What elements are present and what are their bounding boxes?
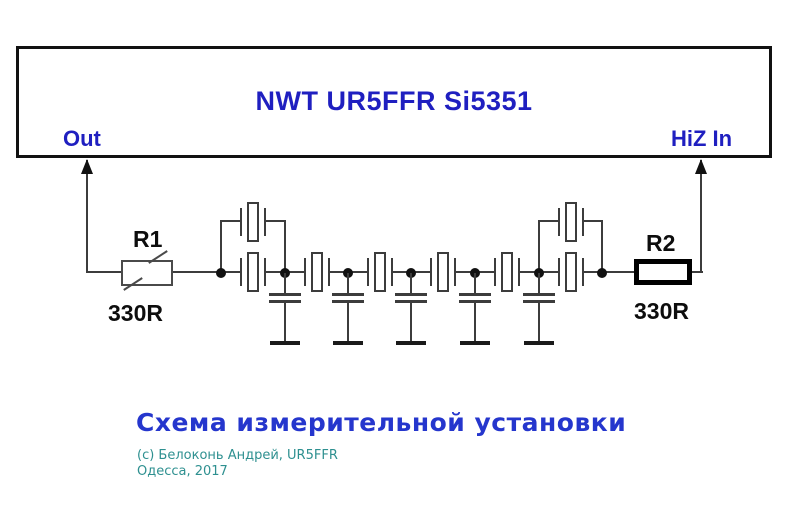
device-title: NWT UR5FFR Si5351 [255,86,533,116]
wire-bridge2-right [601,221,603,272]
resistor-r1-symbol [121,260,173,286]
wire-right-vertical [700,160,702,272]
ground-symbol [333,341,363,345]
wire-bridge1-right [284,221,286,272]
crystal-symbol [430,252,456,292]
ground-symbol [460,341,490,345]
wire-main-horizontal [86,271,703,273]
crystal-symbol [558,252,584,292]
up-arrow-icon [695,159,707,174]
crystal-symbol [304,252,330,292]
capacitor-symbol [269,273,301,345]
caption-heading: Схема измерительной установки [136,408,627,437]
up-arrow-icon [81,159,93,174]
resistor-r2-symbol [634,259,692,285]
ground-symbol [396,341,426,345]
r1-designator-label: R1 [133,226,163,252]
crystal-symbol [558,202,584,242]
hiz-in-port-label: HiZ In [671,126,733,151]
crystal-symbol [494,252,520,292]
ground-symbol [270,341,300,345]
capacitor-symbol [332,273,364,345]
r2-value-label: 330R [634,298,689,324]
credit-city-year: Одесса, 2017 [137,464,228,479]
crystal-symbol [240,202,266,242]
device-box [16,46,772,158]
r1-value-label: 330R [108,300,163,326]
junction-dot [597,268,607,278]
junction-dot [216,268,226,278]
wire-bridge1-left [220,221,222,272]
capacitor-symbol [459,273,491,345]
crystal-symbol [240,252,266,292]
capacitor-symbol [395,273,427,345]
capacitor-symbol [523,273,555,345]
out-port-label: Out [63,126,101,151]
crystal-symbol [367,252,393,292]
wire-left-vertical [86,160,88,272]
wire-bridge2-left [538,221,540,272]
credit-author: (с) Белоконь Андрей, UR5FFR [137,448,338,463]
r2-designator-label: R2 [646,230,676,256]
ground-symbol [524,341,554,345]
